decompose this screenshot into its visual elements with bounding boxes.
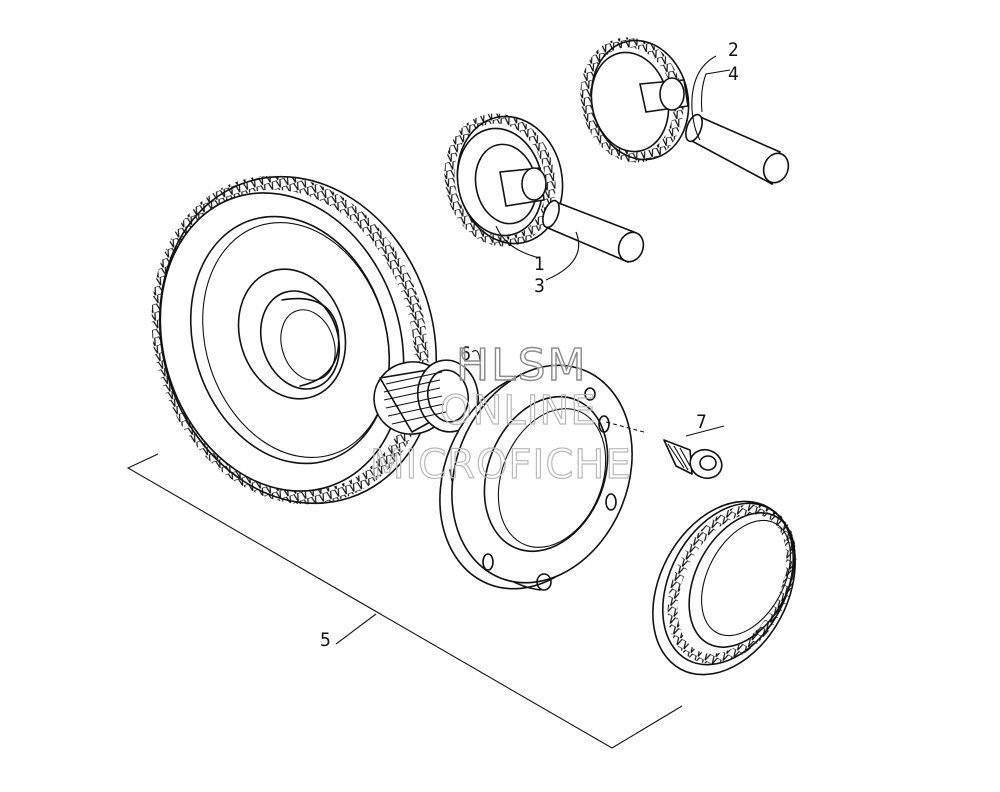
leader-lines [471, 55, 731, 437]
idler-gear-upper [580, 37, 790, 186]
sprag-clutch [652, 500, 797, 676]
callout-5: 5 [320, 629, 331, 651]
clutch-housing [439, 364, 633, 591]
callout-7: 7 [696, 411, 707, 433]
callout-2: 2 [728, 39, 739, 61]
idler-gear-lower [444, 113, 645, 264]
callouts: 1 2 3 4 5 6 7 [320, 39, 739, 651]
watermark-line-1: HLSM [456, 340, 588, 391]
callout-6: 6 [460, 343, 471, 365]
callout-3: 3 [534, 275, 545, 297]
large-gear [151, 175, 438, 505]
watermark-line-2: ONLINE [440, 388, 597, 434]
watermark-line-3: MICROFICHE [370, 442, 632, 488]
assembly-bracket [126, 453, 683, 749]
callout-4: 4 [728, 63, 739, 85]
cap-screw [605, 421, 723, 480]
needle-bearing [373, 359, 479, 435]
callout-1: 1 [534, 253, 545, 275]
watermark: HLSM ONLINE MICROFICHE [369, 339, 632, 488]
